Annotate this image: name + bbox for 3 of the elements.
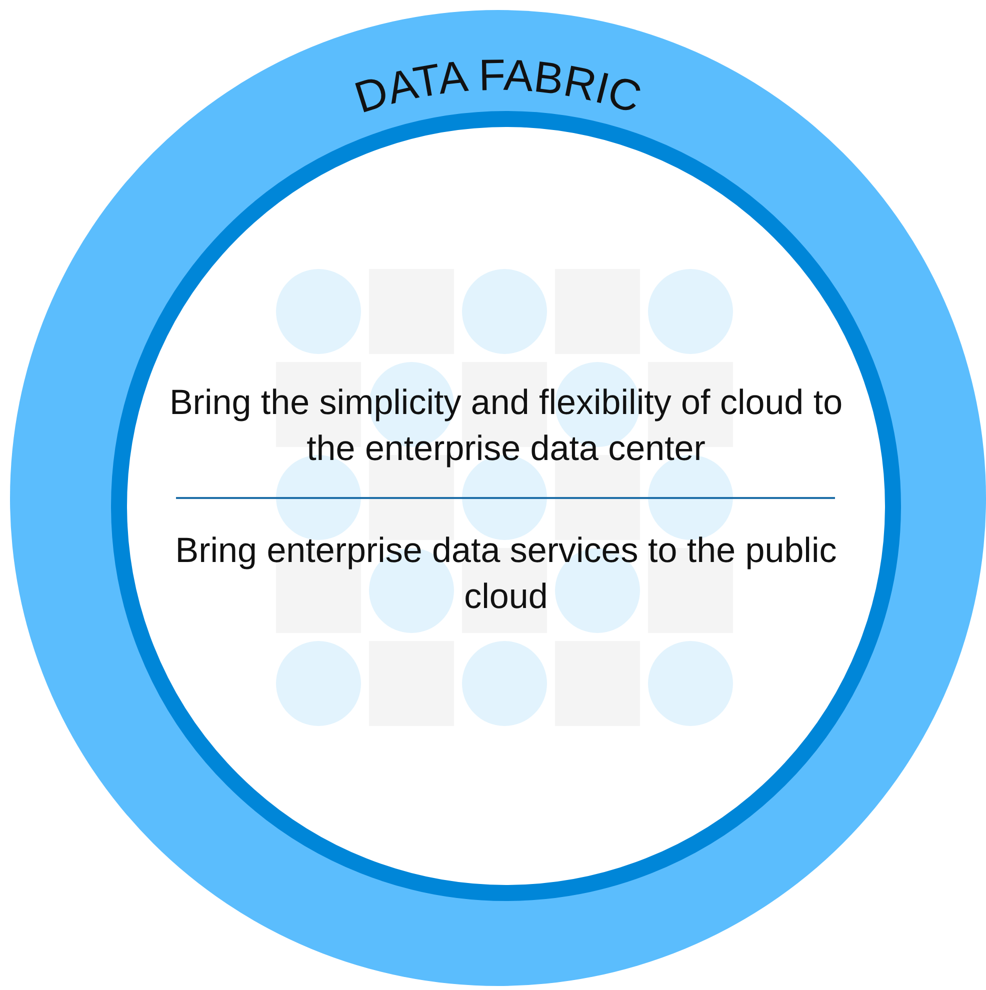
statement-text: Bring the simplicity and flexibility of cloud to the enterprise data center	[168, 382, 844, 470]
statement-text: Bring enterprise data services to the public cloud	[174, 530, 838, 618]
ring-title: DATA FABRIC	[349, 50, 647, 123]
